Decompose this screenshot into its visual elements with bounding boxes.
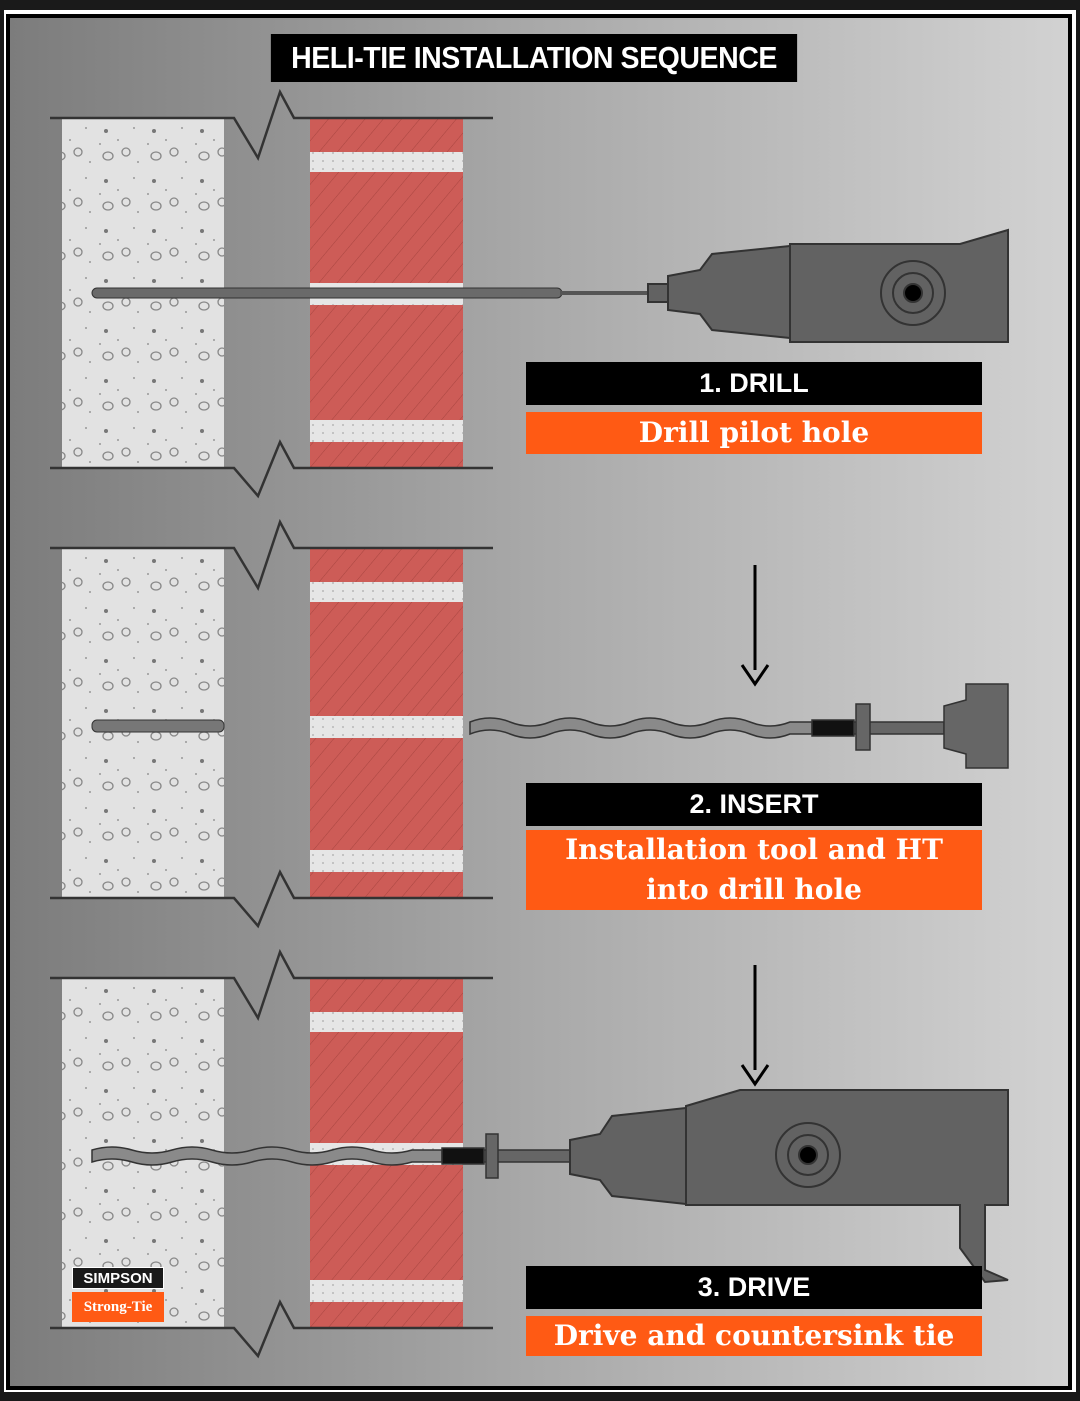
logo-simpson: SIMPSON — [72, 1267, 164, 1289]
step-2-heading: 2. INSERT — [526, 783, 982, 826]
heli-tie-installed — [91, 1133, 571, 1179]
hammer-drill-icon — [647, 228, 1009, 343]
step-1-heading: 1. DRILL — [526, 362, 982, 405]
logo-strong-tie: Strong-Tie — [72, 1292, 164, 1322]
drill-bit — [91, 287, 650, 299]
panel-insert — [48, 520, 495, 928]
hammer-drill-icon — [569, 1089, 1009, 1284]
step-2-description: Installation tool and HT into drill hole — [526, 830, 982, 910]
step-3-heading: 3. DRIVE — [526, 1266, 982, 1309]
page-title: HELI-TIE INSTALLATION SEQUENCE — [270, 34, 798, 82]
pilot-hole — [91, 719, 225, 733]
step-1-description: Drill pilot hole — [526, 412, 982, 454]
step-3-description: Drive and countersink tie — [526, 1316, 982, 1356]
installation-tool-icon — [469, 683, 1009, 769]
arrow-down-icon — [740, 965, 770, 1087]
arrow-down-icon — [740, 565, 770, 687]
